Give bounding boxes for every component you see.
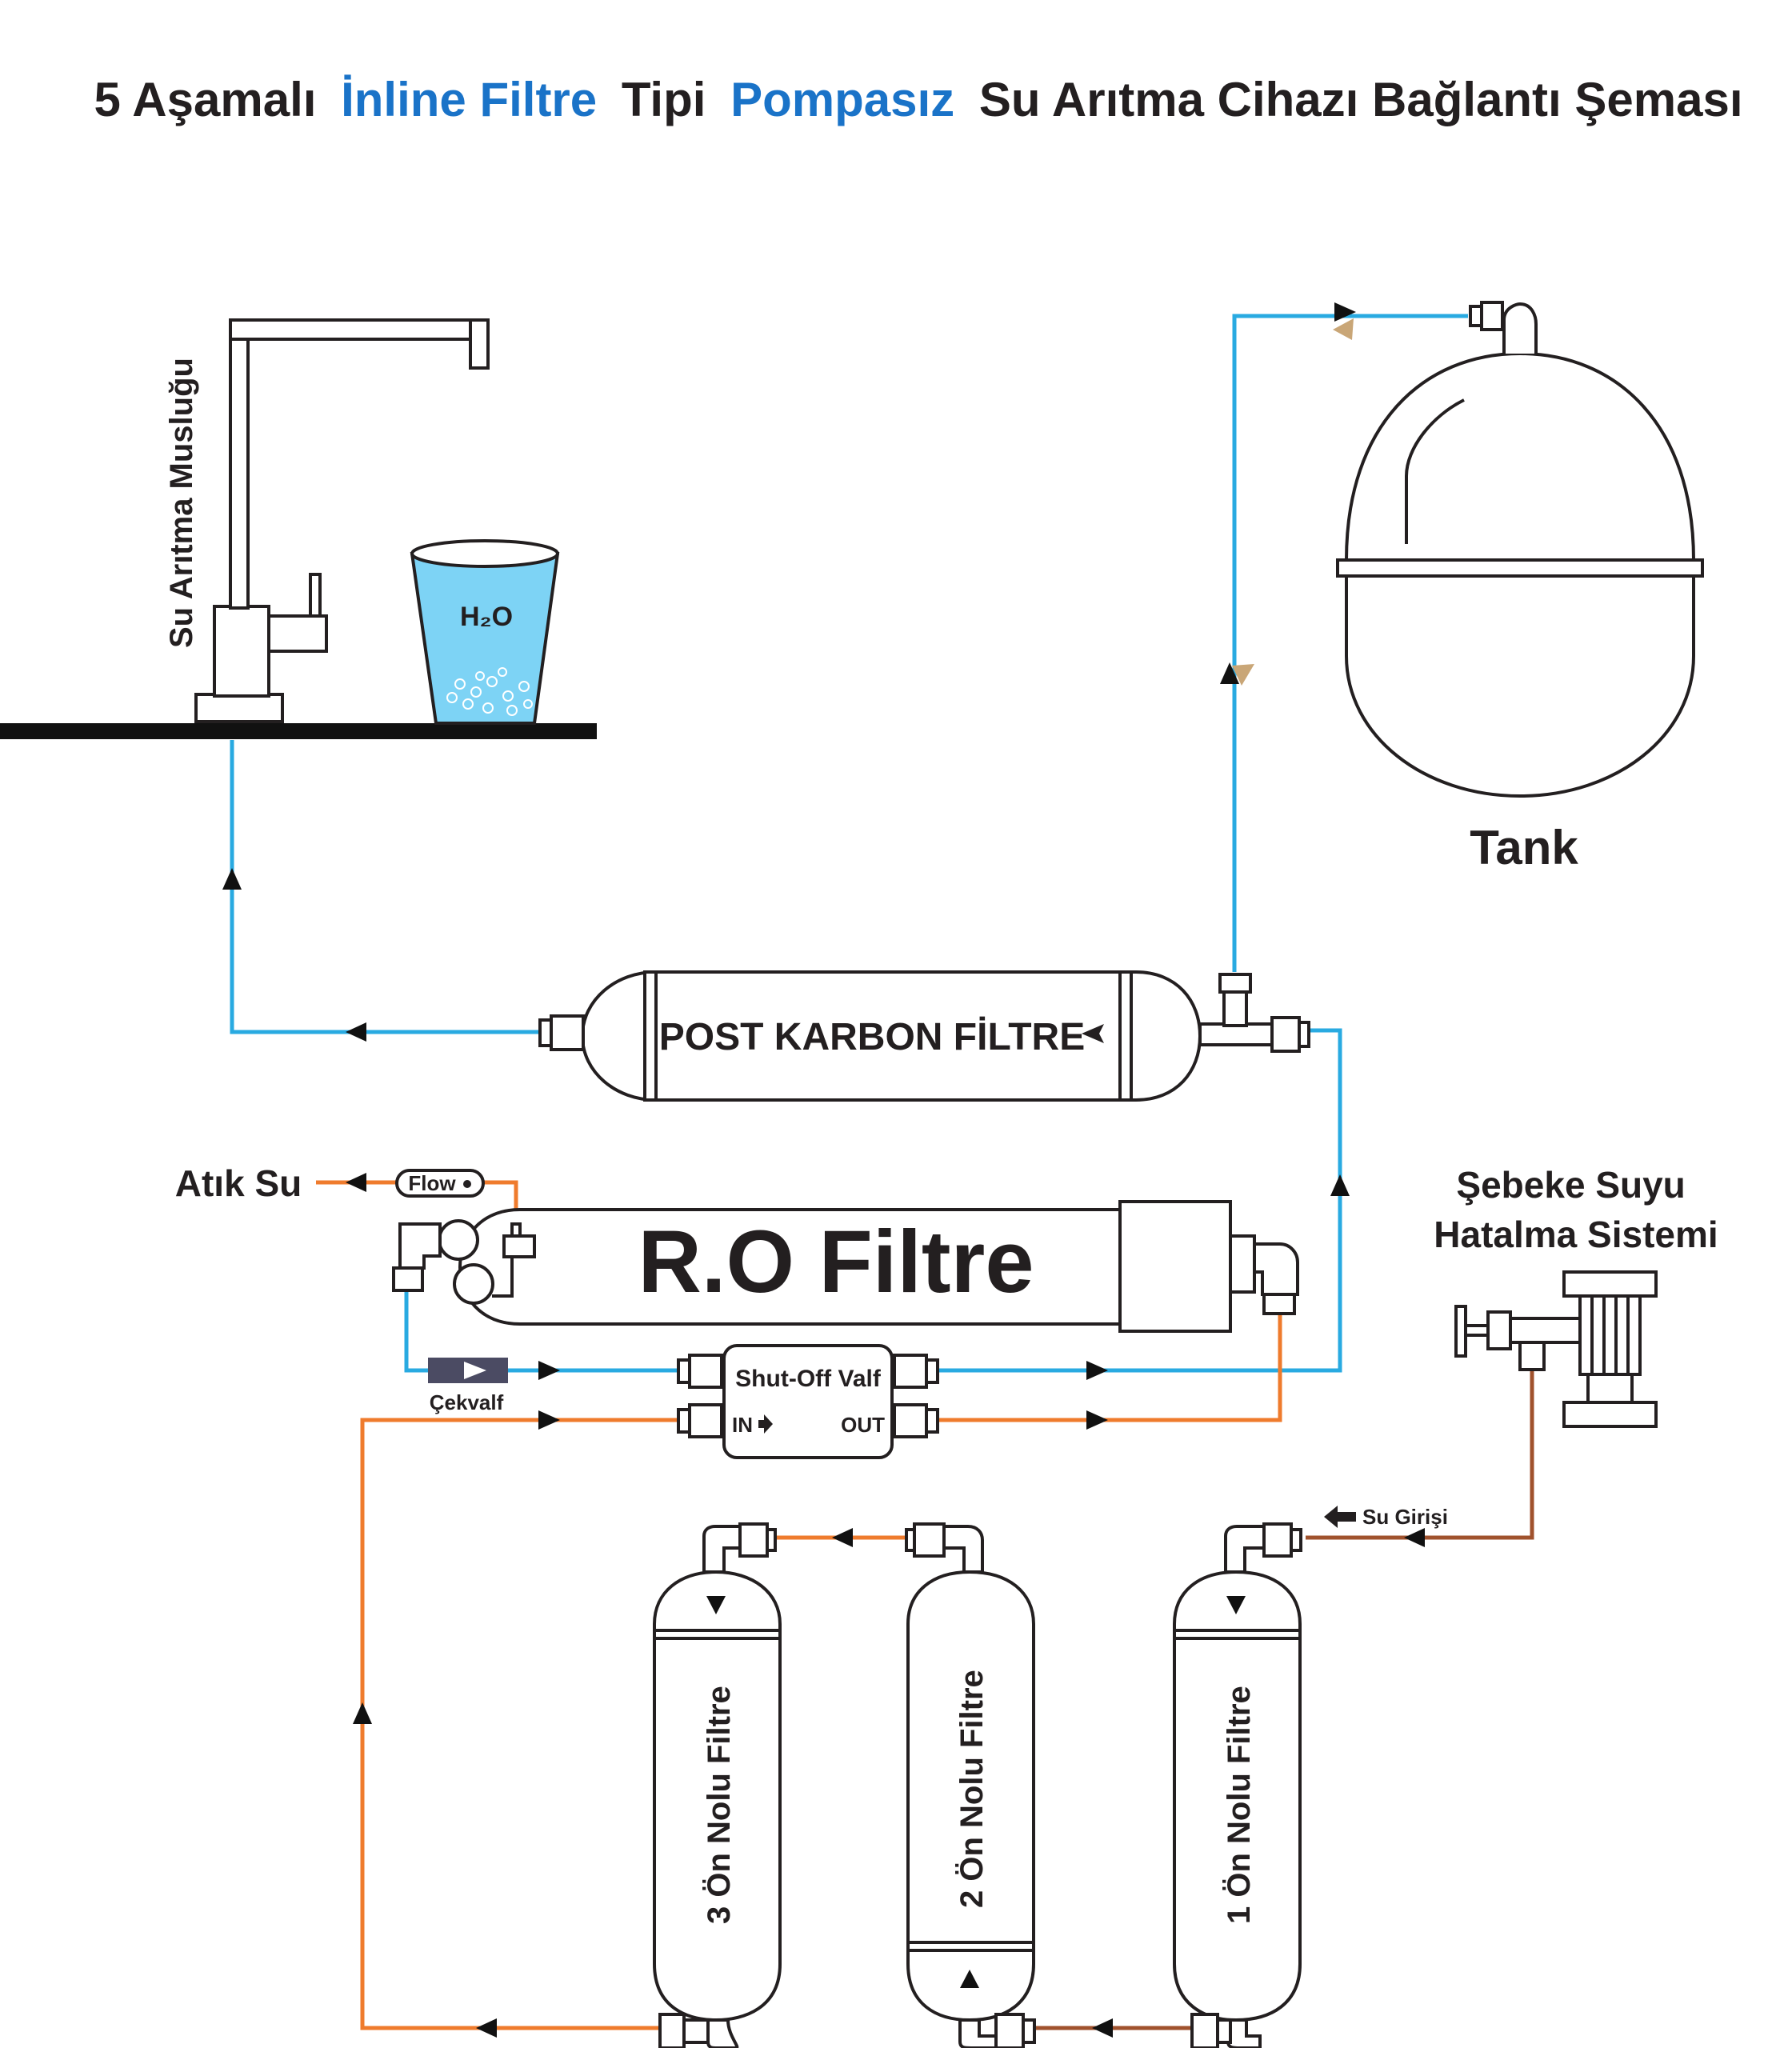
- arrow-up-icon: [1330, 1174, 1350, 1196]
- pipe-shutoff-to-ro: [936, 1312, 1282, 1422]
- filter1-label: 1 Ön Nolu Filtre: [1221, 1686, 1257, 1924]
- filter3-label: 3 Ön Nolu Filtre: [701, 1686, 737, 1924]
- pre-filter-1: [1173, 1522, 1302, 2048]
- arrow-down-icon: [706, 1596, 726, 1614]
- pipe-ro-to-shutoff: [404, 1288, 680, 1373]
- arrow-left-icon: [346, 1022, 366, 1042]
- mains-connector: [1454, 1270, 1658, 1428]
- title-part-2: İnline Filtre: [341, 73, 597, 126]
- faucet: [194, 318, 490, 723]
- post-carbon-label: POST KARBON FİLTRE: [659, 1016, 1085, 1058]
- ro-filter-label: R.O Filtre: [638, 1213, 1034, 1311]
- arrow-left-icon: [1404, 1528, 1425, 1547]
- water-inlet-label: Su Girişi: [1362, 1505, 1448, 1529]
- arrow-down-icon: [1226, 1596, 1246, 1614]
- arrow-up-icon: [353, 1702, 372, 1724]
- arrow-right-icon: [758, 1414, 773, 1434]
- waste-label: Atık Su: [175, 1162, 302, 1204]
- storage-tank: [1336, 301, 1704, 798]
- shutoff-in-label: IN: [732, 1413, 753, 1437]
- title-part-3: Tipi: [622, 73, 706, 126]
- shutoff-valve: [677, 1344, 939, 1459]
- flow-label: Flow: [408, 1171, 456, 1195]
- glass-label: H₂O: [460, 602, 513, 632]
- arrow-down-icon: [1232, 664, 1254, 686]
- arrow-right-icon: [1086, 1410, 1108, 1430]
- arrow-up-icon: [960, 1970, 979, 1988]
- mains-label: Şebeke Suyu Hatalma Sistemi: [1434, 1164, 1718, 1255]
- pipe-filter3-to-shutoff: [360, 1418, 680, 2030]
- faucet-label: Su Arıtma Musluğu: [164, 358, 199, 648]
- title-part-4: Pompasız: [730, 73, 954, 126]
- countertop: [0, 723, 597, 739]
- ro-filter: [392, 1200, 1299, 1333]
- arrow-right-icon: [1334, 302, 1356, 322]
- arrow-left-icon: [1082, 1024, 1104, 1043]
- page-title: 5 Aşamalı İnline Filtre Tipi Pompasız Su…: [94, 73, 1742, 126]
- pipe-shutoff-to-post: [936, 1028, 1342, 1373]
- check-valve: [428, 1358, 508, 1383]
- arrow-left-icon: [832, 1528, 853, 1547]
- pipe-faucet-to-post: [230, 740, 540, 1034]
- flow-restrictor: [395, 1169, 485, 1198]
- flow-dot-icon: [463, 1180, 471, 1188]
- tank-label: Tank: [1470, 821, 1578, 874]
- arrow-right-icon: [538, 1410, 560, 1430]
- mains-label-line1: Şebeke Suyu: [1456, 1164, 1685, 1206]
- title-part-5: Su Arıtma Cihazı Bağlantı Şeması: [979, 73, 1743, 126]
- arrow-left-icon: [1092, 2018, 1113, 2038]
- play-arrow-icon: [464, 1362, 486, 1379]
- arrow-right-icon: [538, 1361, 560, 1380]
- pre-filter-2: [905, 1522, 1036, 2048]
- shutoff-label: Shut-Off Valf: [735, 1366, 882, 1392]
- arrow-left-icon: [1324, 1506, 1356, 1528]
- title-part-1: 5 Aşamalı: [94, 73, 316, 126]
- water-glass: [410, 539, 560, 725]
- pre-filter-3: [653, 1522, 782, 2048]
- arrow-right-icon: [1086, 1361, 1108, 1380]
- pipe-mains-to-filter1: [1306, 1370, 1534, 1540]
- check-valve-label: Çekvalf: [430, 1390, 504, 1414]
- shutoff-out-label: OUT: [841, 1413, 885, 1437]
- arrow-left-icon: [476, 2018, 497, 2038]
- arrow-up-icon: [1220, 662, 1239, 684]
- arrow-left-icon: [346, 1173, 366, 1192]
- arrow-up-icon: [222, 868, 242, 890]
- arrow-left-icon: [1333, 318, 1354, 340]
- mains-label-line2: Hatalma Sistemi: [1434, 1214, 1718, 1255]
- pipe-tee-to-tank: [1232, 314, 1468, 972]
- post-carbon-filter: [538, 970, 1310, 1102]
- flow-arrows: [222, 302, 1425, 2038]
- filter2-label: 2 Ön Nolu Filtre: [954, 1670, 990, 1908]
